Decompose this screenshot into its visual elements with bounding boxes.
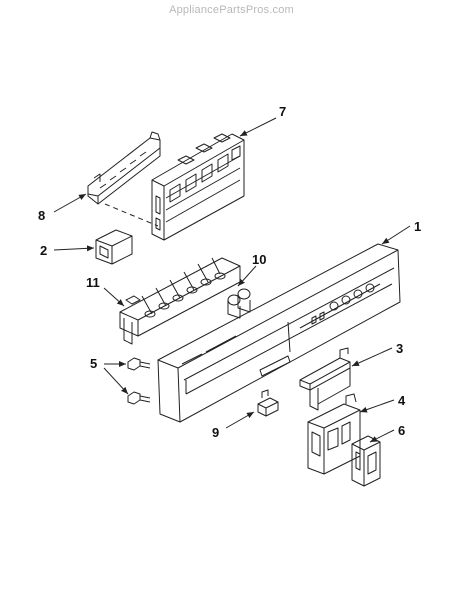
callout-3: 3 <box>396 341 403 356</box>
callout-10: 10 <box>252 252 266 267</box>
callout-11: 11 <box>86 275 100 290</box>
part-9-switch <box>257 389 279 417</box>
leader-7 <box>239 117 277 137</box>
callout-4: 4 <box>398 393 406 408</box>
leader-6 <box>369 429 395 443</box>
part-6-bracket <box>351 435 381 487</box>
leader-1 <box>381 225 411 245</box>
part-5-screws <box>127 357 151 405</box>
part-3-latch-bracket <box>299 347 351 411</box>
leader-2 <box>53 245 95 252</box>
leader-9 <box>225 411 255 429</box>
leader-4 <box>359 399 395 413</box>
callout-2: 2 <box>40 243 47 258</box>
part-4-latch-assembly <box>307 393 361 475</box>
part-1-control-panel <box>157 243 401 423</box>
watermark: AppliancePartsPros.com <box>169 4 294 16</box>
part-10-pushbuttons <box>144 272 251 319</box>
part-8-bracket <box>87 131 161 205</box>
part-2-bracket <box>95 229 133 265</box>
leader-10 <box>237 265 257 287</box>
callout-8: 8 <box>38 208 45 223</box>
callout-1: 1 <box>414 219 421 234</box>
leader-5b <box>103 367 129 395</box>
callout-6: 6 <box>398 423 405 438</box>
callout-5: 5 <box>90 356 97 371</box>
leader-8 <box>53 193 87 213</box>
leader-3 <box>351 347 393 367</box>
callout-9: 9 <box>212 425 219 440</box>
leader-lines <box>53 117 411 443</box>
part-7-control-board <box>151 133 245 241</box>
callout-7: 7 <box>279 104 286 119</box>
leader-11 <box>103 287 125 307</box>
assembly-line-8-to-7 <box>104 203 159 227</box>
